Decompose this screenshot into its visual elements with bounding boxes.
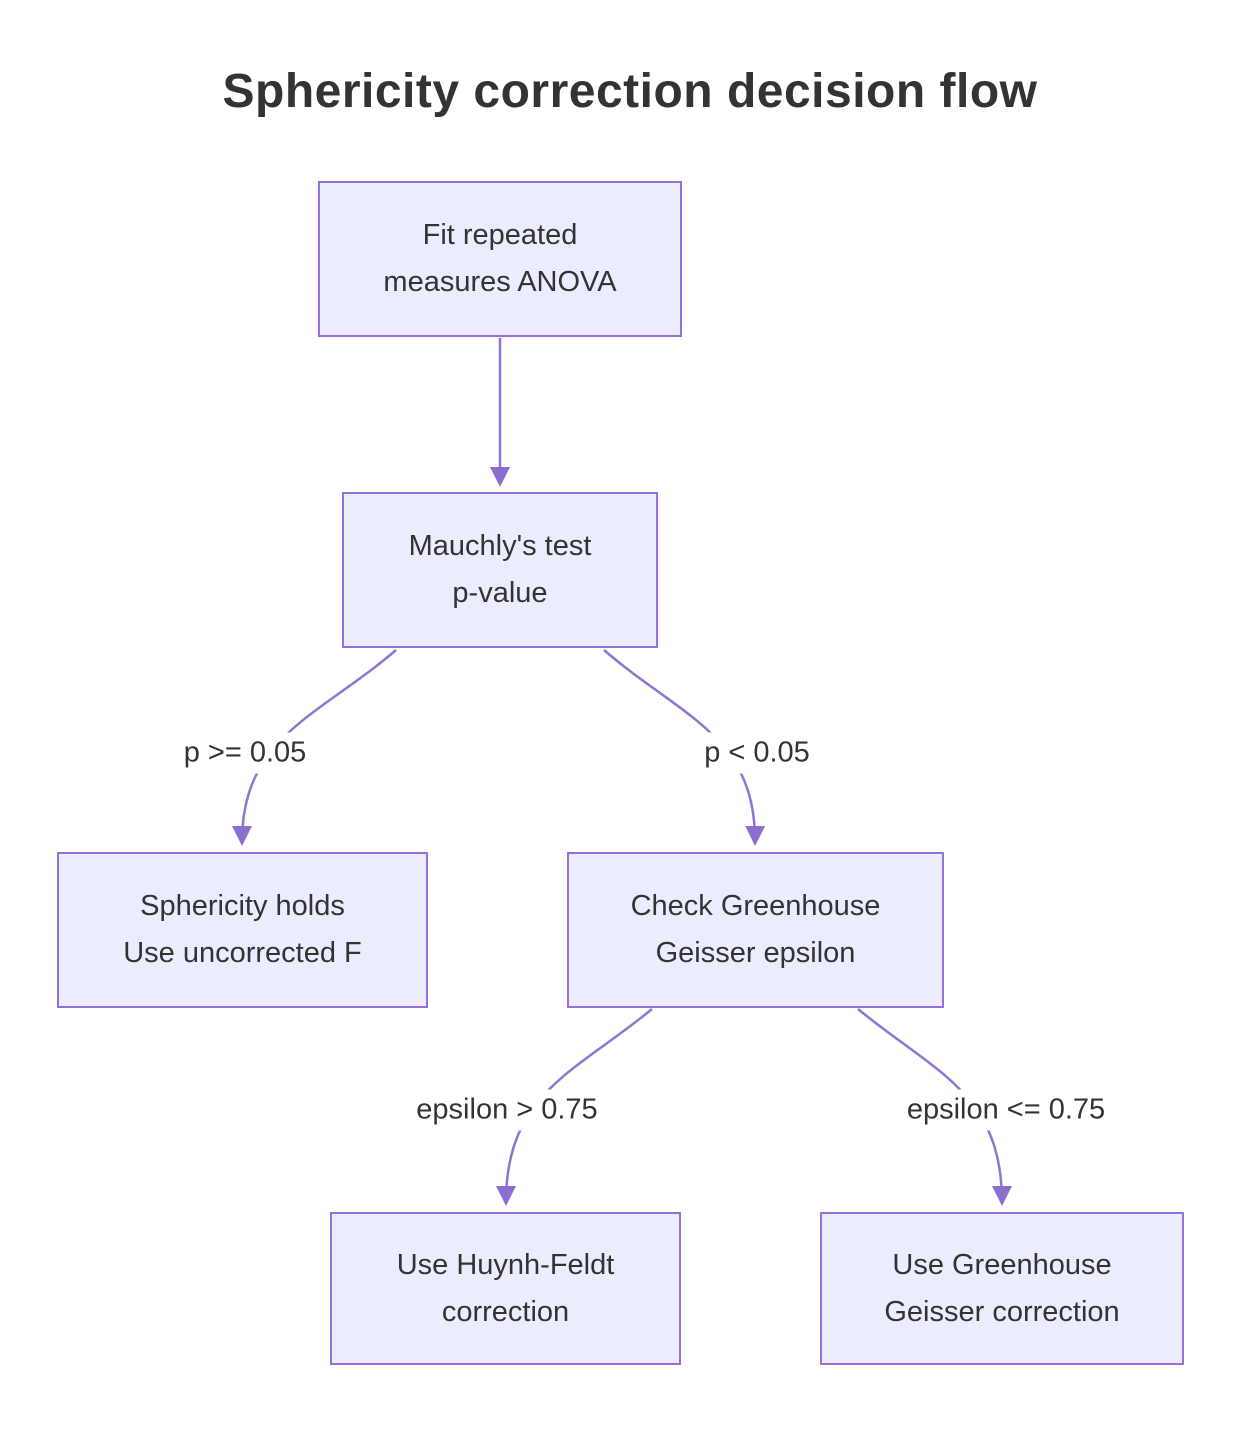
node-check-gg-epsilon: Check Greenhouse Geisser epsilon (567, 852, 944, 1008)
edge-label-p-lt-005: p < 0.05 (696, 732, 818, 774)
node-huynh-feldt: Use Huynh-Feldt correction (330, 1212, 681, 1365)
edge-label-p-ge-005: p >= 0.05 (175, 732, 315, 774)
diagram-title: Sphericity correction decision flow (222, 65, 1038, 118)
node-greenhouse-geisser: Use Greenhouse Geisser correction (820, 1212, 1184, 1365)
node-fit-anova: Fit repeated measures ANOVA (318, 181, 682, 337)
node-mauchly-test: Mauchly's test p-value (342, 492, 658, 648)
edge-label-epsilon-gt-075: epsilon > 0.75 (408, 1089, 606, 1131)
node-sphericity-holds: Sphericity holds Use uncorrected F (57, 852, 428, 1008)
edge-label-epsilon-le-075: epsilon <= 0.75 (898, 1089, 1114, 1131)
